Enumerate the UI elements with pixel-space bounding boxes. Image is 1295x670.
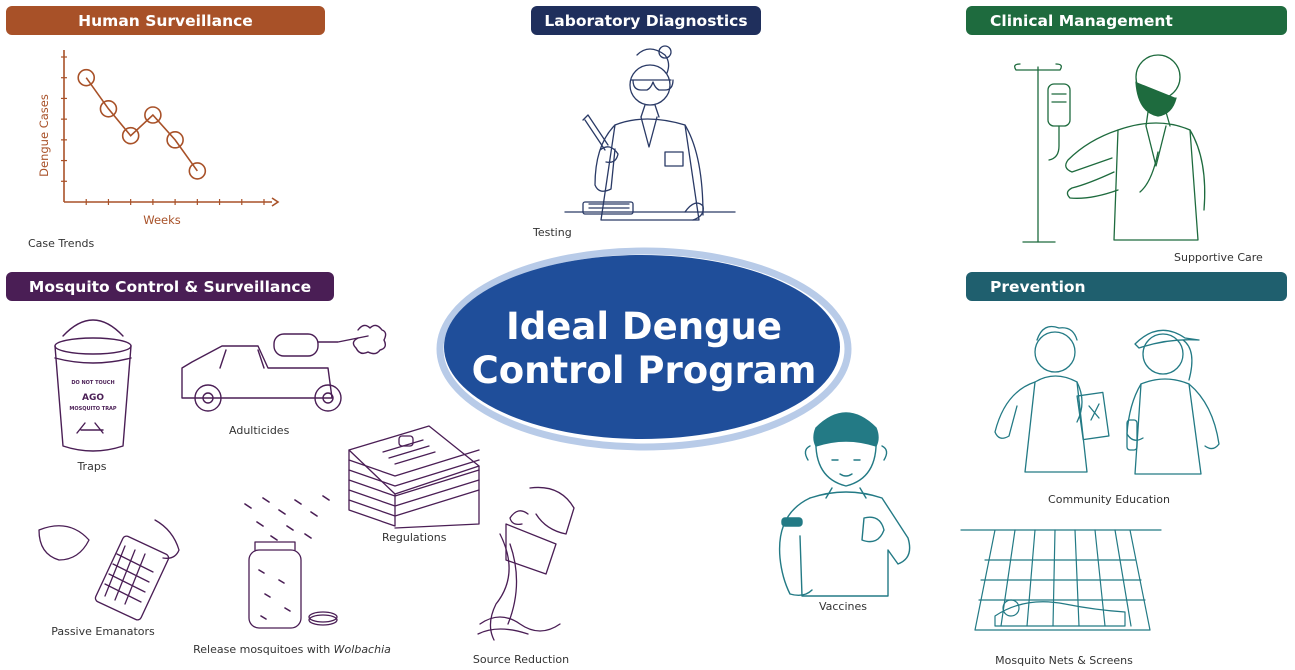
center-oval [436, 247, 852, 451]
bucket-pour-icon [477, 486, 575, 641]
data-point [121, 126, 140, 145]
case-trend-line-chart: Weeks Dengue Cases [37, 50, 280, 227]
center-title: Ideal Dengue Control Program [446, 257, 842, 441]
people-pamphlet-icon [994, 325, 1220, 475]
label-release-mosquitoes-text: Release mosquitoes with [193, 643, 334, 656]
header-mosquito-control: Mosquito Control & Surveillance [6, 272, 334, 301]
spray-truck-icon [181, 324, 387, 412]
label-testing: Testing [533, 226, 572, 239]
header-laboratory-diagnostics: Laboratory Diagnostics [531, 6, 761, 35]
label-wolbachia: Wolbachia [333, 643, 391, 656]
header-human-surveillance: Human Surveillance [6, 6, 325, 35]
bucket-trap-icon: DO NOT TOUCH AGO MOSQUITO TRAP [54, 319, 132, 452]
label-community-education: Community Education [1048, 493, 1170, 506]
lab-technician-pipette-icon [564, 45, 736, 221]
svg-text:DO NOT TOUCH: DO NOT TOUCH [71, 380, 114, 386]
data-point [144, 106, 162, 124]
header-prevention: Prevention [966, 272, 1287, 301]
series-line [85, 77, 198, 172]
data-point [99, 99, 118, 118]
doctor-iv-drip-icon [1014, 54, 1206, 243]
document-stack-icon [348, 425, 480, 529]
svg-text:MOSQUITO TRAP: MOSQUITO TRAP [69, 406, 117, 412]
emanator-device-icon [38, 519, 180, 621]
center-title-line1: Ideal Dengue [506, 305, 782, 348]
x-axis-label: Weeks [143, 213, 181, 227]
label-traps: Traps [77, 460, 107, 473]
y-axis-label: Dengue Cases [37, 94, 51, 177]
svg-text:AGO: AGO [82, 393, 104, 403]
mosquito-jar-icon [244, 495, 338, 629]
label-mosquito-nets: Mosquito Nets & Screens [995, 654, 1133, 667]
x-axis-arrow [271, 197, 280, 207]
label-passive-emanators: Passive Emanators [51, 625, 155, 638]
data-point [166, 131, 184, 149]
label-vaccines: Vaccines [818, 600, 868, 613]
header-clinical-management: Clinical Management [966, 6, 1287, 35]
data-point [77, 68, 96, 87]
bed-net-icon [960, 529, 1162, 631]
label-adulticides: Adulticides [229, 424, 290, 437]
label-supportive-care: Supportive Care [1174, 251, 1263, 264]
label-regulations: Regulations [382, 531, 447, 544]
label-release-mosquitoes: Release mosquitoes with Wolbachia [193, 643, 391, 656]
chart-caption: Case Trends [28, 237, 95, 250]
center-title-line2: Control Program [471, 349, 817, 392]
data-point [188, 162, 207, 180]
vaccinated-child-icon [778, 412, 911, 597]
label-source-reduction: Source Reduction [472, 653, 570, 666]
